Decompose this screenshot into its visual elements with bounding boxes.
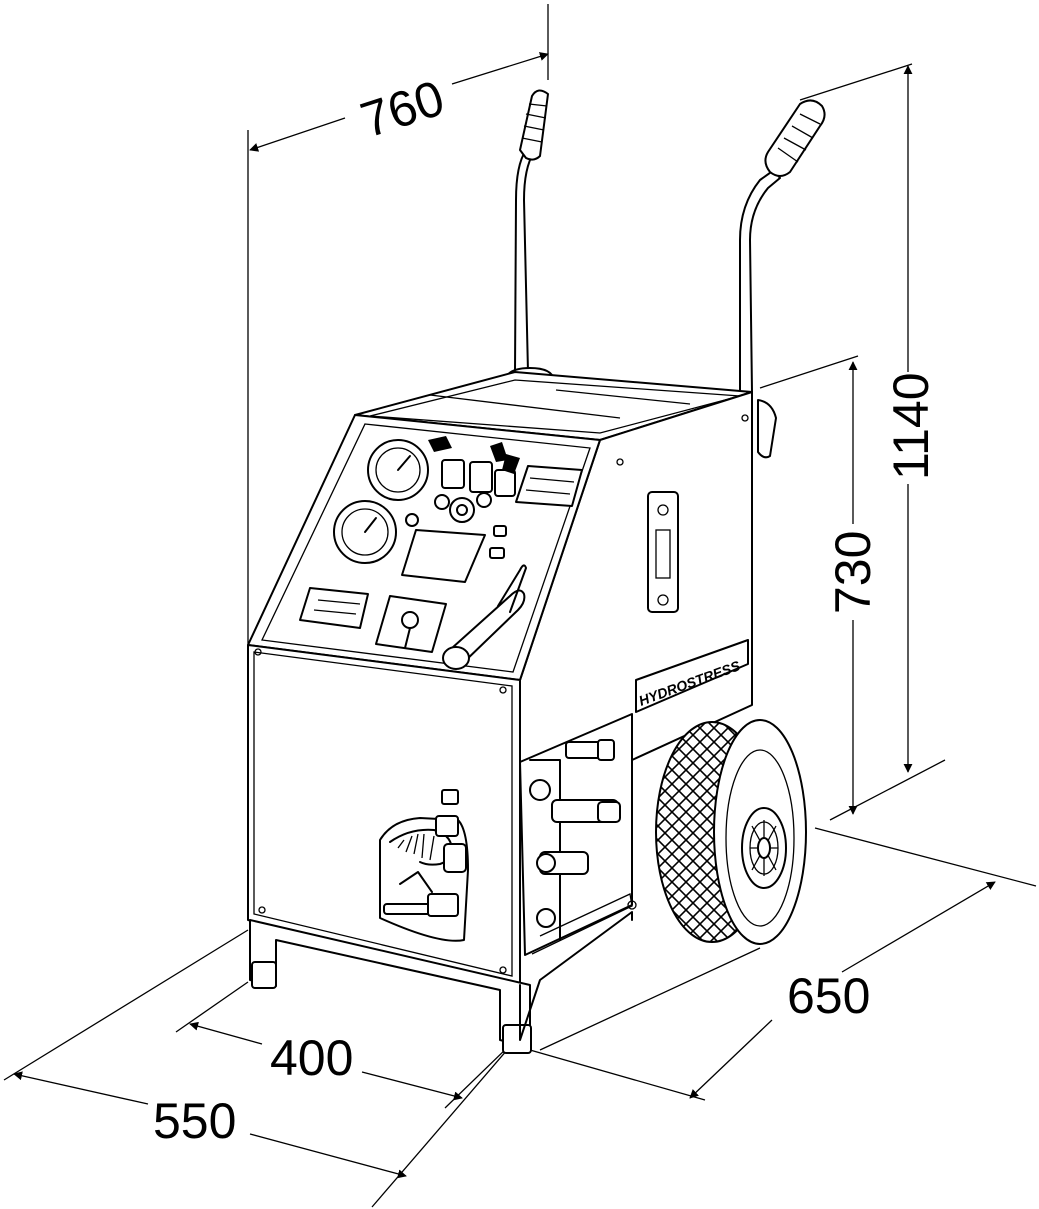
handle-right-grip — [764, 99, 826, 177]
dimension-label-550: 550 — [153, 1093, 236, 1149]
service-window — [379, 789, 469, 942]
handle-left-tube — [514, 149, 535, 373]
extension-line-650-right — [814, 827, 1037, 887]
dimension-arrow-400-right — [361, 1071, 463, 1101]
dimension-labels: 760 1140 730 650 400 550 — [153, 69, 939, 1149]
display-screen — [401, 529, 486, 583]
control-panel — [299, 436, 583, 670]
floor-line — [539, 947, 761, 1051]
handle-bars — [504, 89, 826, 459]
extension-line-400-left — [175, 981, 249, 1033]
extension-line-730-top — [759, 355, 859, 389]
dimension-arrow-760-right — [451, 52, 549, 85]
dimension-arrow-400-left — [189, 1021, 263, 1045]
lever-knob — [442, 646, 470, 670]
hydraulic-couplings — [529, 739, 637, 928]
oil-sight-glass — [647, 491, 679, 613]
dimension-arrow-650-bottom — [689, 1019, 773, 1099]
extension-line-400-right — [444, 1044, 511, 1109]
dimension-label-730: 730 — [825, 531, 881, 614]
dimension-lines — [3, 4, 1037, 1208]
dimension-arrow-760-left — [249, 117, 346, 152]
selector-knob — [401, 611, 419, 629]
dimension-arrow-550-left — [13, 1071, 149, 1105]
handle-left-grip — [519, 89, 549, 161]
dimension-label-1140: 1140 — [883, 372, 939, 480]
extension-line-650-left — [529, 1049, 706, 1101]
extension-line-1140-bottom — [829, 759, 946, 821]
foot-left — [251, 961, 277, 989]
indicator-plate-right — [515, 465, 583, 507]
dimension-label-650: 650 — [787, 968, 870, 1024]
dimension-label-400: 400 — [270, 1030, 353, 1086]
wheel — [655, 719, 807, 945]
extension-line-550-left — [3, 929, 249, 1081]
hanging-tag — [757, 399, 777, 459]
foot-right — [502, 1024, 532, 1054]
extension-line-550-right — [371, 1034, 521, 1208]
dimension-label-760: 760 — [354, 69, 451, 148]
extension-line-1140-top — [799, 63, 913, 101]
dimension-arrow-650-top — [841, 881, 996, 973]
control-lever — [451, 589, 526, 665]
indicator-plate-left — [299, 587, 369, 629]
dimension-arrow-550-right — [249, 1133, 407, 1179]
control-switches — [405, 436, 520, 559]
handle-right-tube — [739, 169, 781, 393]
